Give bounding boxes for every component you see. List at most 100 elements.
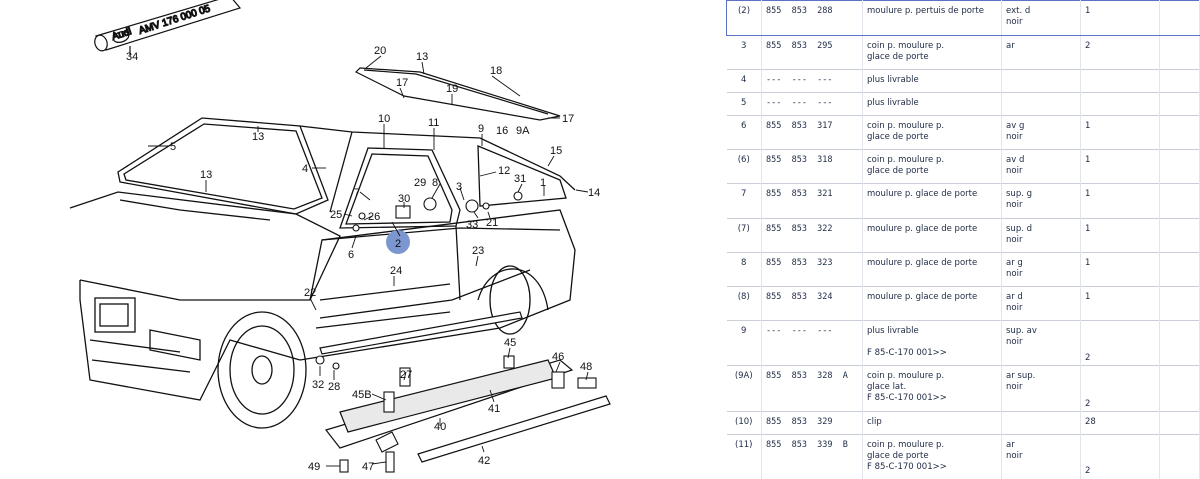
description-line: plus livrable: [867, 326, 919, 336]
quantity-cell: 2: [1080, 434, 1160, 479]
spare-column-cell: [1159, 320, 1200, 366]
quantity-cell: 1: [1080, 183, 1160, 219]
description-line: F 85-C-170 001>>: [867, 393, 947, 403]
callout-23: 23: [472, 245, 484, 257]
callout-13: 13: [416, 51, 428, 63]
callout-15: 15: [550, 145, 562, 157]
remark-line: sup. g: [1006, 189, 1033, 199]
quantity-value: 2: [1085, 399, 1091, 409]
remark-line: ar g: [1006, 258, 1023, 268]
callout-17-rear: 17: [562, 113, 574, 125]
remark-line: ar sup.: [1006, 371, 1036, 381]
description-line: coin p. moulure p.: [867, 155, 945, 165]
quantity-cell: 1: [1080, 115, 1160, 150]
callout-28: 28: [328, 381, 340, 393]
quantity-value: 1: [1085, 6, 1091, 16]
callout-48: 48: [580, 361, 592, 373]
callout-9: 9: [478, 123, 484, 135]
callout-17: 17: [396, 77, 408, 89]
description-line: glace de porte: [867, 166, 929, 176]
description-line: plus livrable: [867, 98, 919, 108]
part-number-cell: 855 853 295: [761, 35, 863, 70]
spare-column-cell: [1159, 365, 1200, 412]
remark-line: noir: [1006, 303, 1023, 313]
callout-29: 29: [414, 177, 426, 189]
remark-cell: [1001, 411, 1081, 435]
spare-column-cell: [1159, 286, 1200, 321]
description-line: glace de porte: [867, 451, 929, 461]
quantity-cell: 1: [1080, 252, 1160, 287]
callout-27: 27: [400, 369, 412, 381]
description-cell: plus livrable: [862, 69, 1002, 93]
callout-26: 26: [368, 211, 380, 223]
part-number-cell: 855 853 288: [761, 0, 863, 36]
callout-9a: 9A: [516, 125, 530, 137]
callout-7: 7: [354, 187, 360, 199]
description-cell: coin p. moulure p.glace de porte: [862, 115, 1002, 150]
part-number-cell: 855 853 323: [761, 252, 863, 287]
quantity-value: 2: [1085, 41, 1091, 51]
position-cell: 9: [726, 320, 762, 366]
remark-line: sup. av: [1006, 326, 1037, 336]
description-line: glace de porte: [867, 132, 929, 142]
description-line: coin p. moulure p.: [867, 440, 945, 450]
remark-line: av g: [1006, 121, 1025, 131]
callout-labels: 34 20 13 18 17 19 17 13 5 10 11 9 16 9A …: [126, 45, 600, 473]
description-line: glace de porte: [867, 52, 929, 62]
quantity-value: 1: [1085, 224, 1091, 234]
description-line: moulure p. glace de porte: [867, 224, 978, 234]
remark-line: av d: [1006, 155, 1025, 165]
callout-40: 40: [434, 421, 446, 433]
description-cell: moulure p. pertuis de porte: [862, 0, 1002, 36]
parts-row[interactable]: 9--- --- ---plus livrable F 85-C-170 001…: [726, 320, 1200, 366]
callout-46: 46: [552, 351, 564, 363]
callout-10: 10: [378, 113, 390, 125]
position-cell: 4: [726, 69, 762, 93]
part-number-cell: --- --- ---: [761, 320, 863, 366]
callout-12: 12: [498, 165, 510, 177]
quantity-cell: 28: [1080, 411, 1160, 435]
position-cell: (8): [726, 286, 762, 321]
callout-13-lower: 13: [200, 169, 212, 181]
description-line: moulure p. glace de porte: [867, 189, 978, 199]
callout-30: 30: [398, 193, 410, 205]
callout-32: 32: [312, 379, 324, 391]
callout-2: 2: [395, 238, 401, 250]
callout-42: 42: [478, 455, 490, 467]
position-cell: (10): [726, 411, 762, 435]
remark-line: noir: [1006, 337, 1023, 347]
spare-column-cell: [1159, 252, 1200, 287]
position-cell: 7: [726, 183, 762, 219]
position-cell: 5: [726, 92, 762, 116]
callout-33: 33: [466, 219, 478, 231]
parts-row[interactable]: 4--- --- ---plus livrable: [726, 69, 1200, 93]
callout-45b: 45B: [352, 389, 372, 401]
callout-34: 34: [126, 51, 138, 63]
callout-1: 1: [540, 177, 546, 189]
callout-13-upper: 13: [252, 131, 264, 143]
description-cell: clip: [862, 411, 1002, 435]
quantity-value: 2: [1085, 466, 1091, 476]
spare-column-cell: [1159, 92, 1200, 116]
quantity-cell: 2: [1080, 365, 1160, 412]
parts-row[interactable]: 5--- --- ---plus livrable: [726, 92, 1200, 116]
description-cell: moulure p. glace de porte: [862, 218, 1002, 253]
quantity-value: 28: [1085, 417, 1096, 427]
tube-tool-illustration: AMV 176 000 05 Audi: [94, 0, 242, 55]
callout-19: 19: [446, 83, 458, 95]
